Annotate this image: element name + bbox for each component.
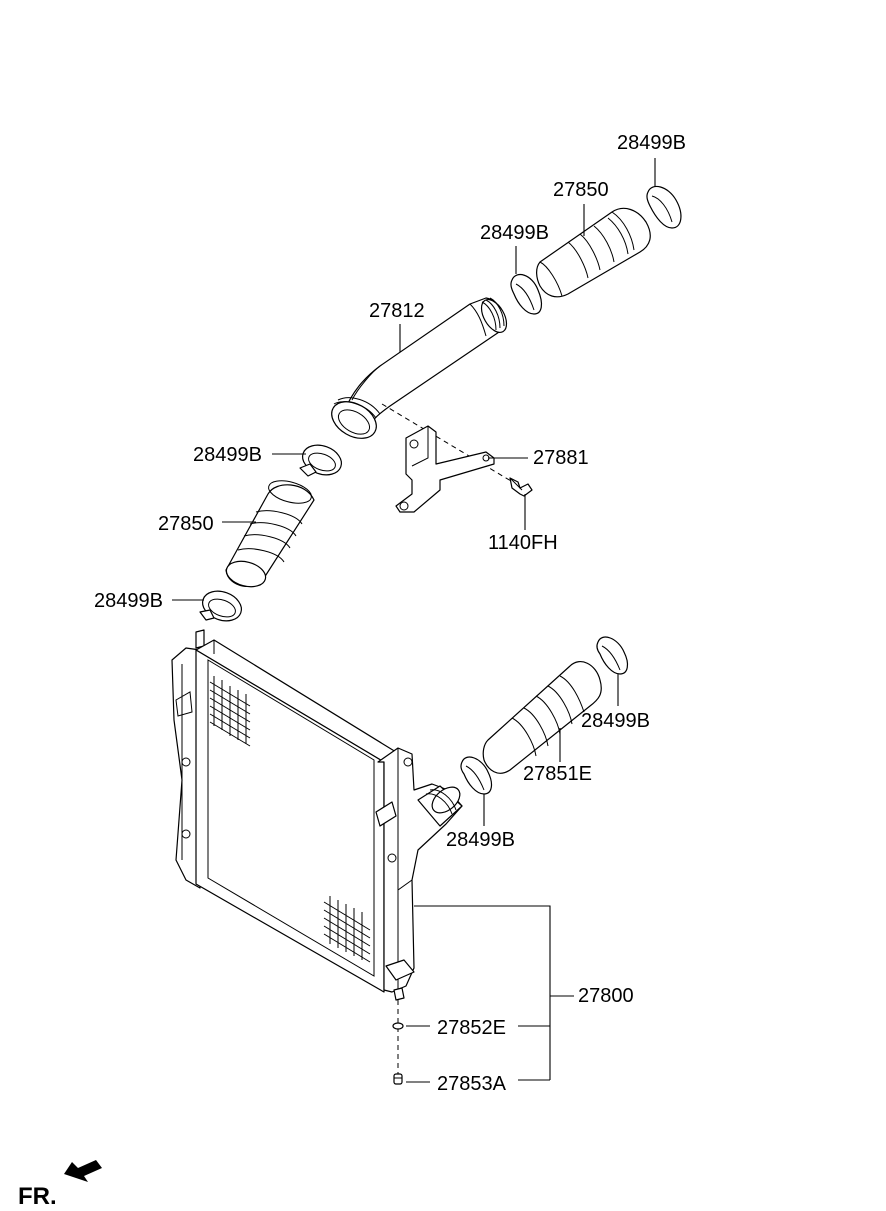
clamp-left-upper[interactable] xyxy=(298,440,345,480)
label-28499b-left-lower: 28499B xyxy=(94,590,163,612)
clamp-right-upper[interactable] xyxy=(596,636,629,675)
bolt[interactable] xyxy=(509,477,533,497)
intercooler[interactable] xyxy=(171,629,465,1001)
bracket[interactable] xyxy=(395,425,495,513)
o-ring[interactable] xyxy=(392,1022,404,1030)
label-28499b-top-mid: 28499B xyxy=(480,222,549,244)
label-28499b-right-upper: 28499B xyxy=(581,710,650,732)
label-1140fh: 1140FH xyxy=(488,532,558,554)
label-27852e: 27852E xyxy=(437,1017,506,1039)
label-27850-left: 27850 xyxy=(158,513,214,535)
clamp-top-right[interactable] xyxy=(646,185,682,229)
label-27853a: 27853A xyxy=(437,1073,507,1095)
hose-top[interactable] xyxy=(536,207,651,298)
label-28499b-left-upper: 28499B xyxy=(193,444,262,466)
drain-plug[interactable] xyxy=(393,1073,403,1085)
label-28499b-top-right: 28499B xyxy=(617,132,686,154)
hose-right[interactable] xyxy=(482,661,602,774)
label-27800: 27800 xyxy=(578,985,634,1007)
label-28499b-right-lower: 28499B xyxy=(446,829,515,851)
hose-left[interactable] xyxy=(224,477,315,591)
intake-pipe[interactable] xyxy=(325,295,511,445)
front-arrow-icon xyxy=(64,1160,102,1182)
label-27850-top: 27850 xyxy=(553,179,609,201)
label-27812: 27812 xyxy=(369,300,425,322)
label-27881: 27881 xyxy=(533,447,589,469)
front-indicator-label: FR. xyxy=(18,1183,57,1210)
clamp-top-mid[interactable] xyxy=(510,273,543,315)
core-fins-upper xyxy=(209,676,251,747)
clamp-left-lower[interactable] xyxy=(198,586,245,626)
label-27851e: 27851E xyxy=(523,763,592,785)
core-fins-lower xyxy=(323,896,371,963)
